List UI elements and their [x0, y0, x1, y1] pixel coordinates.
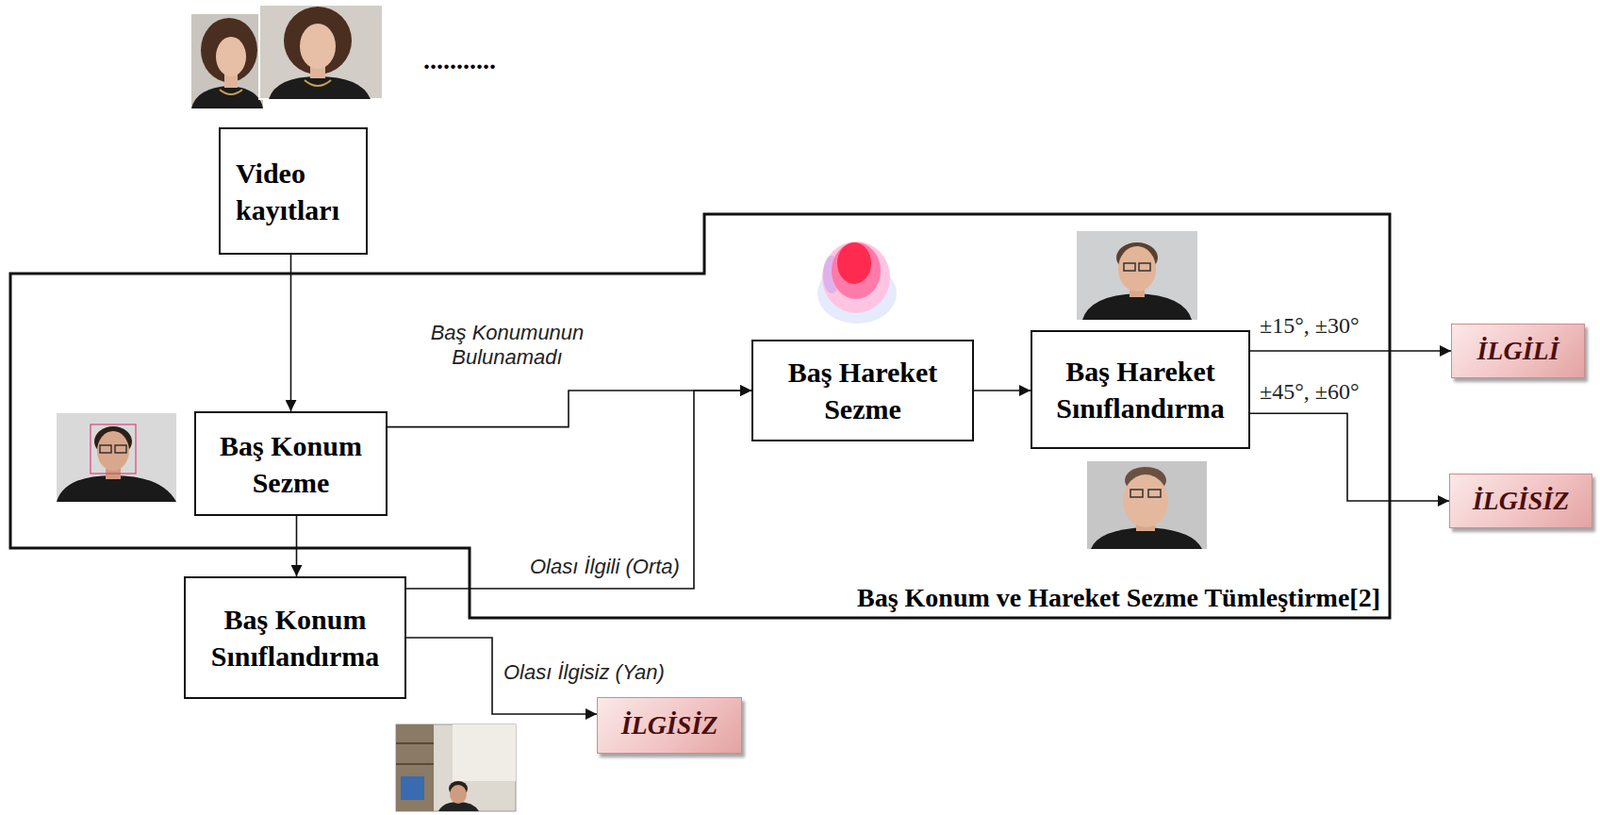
edge-label: Baş Konumunun Bulunamadı — [411, 320, 604, 371]
node-text-block: Baş Hareket Sınıflandırma — [1045, 352, 1236, 427]
optical-flow-image — [817, 241, 897, 324]
flow-arrow — [973, 389, 1031, 392]
result-box: İLGİSİZ — [596, 696, 743, 754]
process-box: Baş Hareket Sezme — [751, 339, 974, 442]
face-photo — [259, 4, 383, 99]
process-box: Baş Konum Sezme — [194, 411, 388, 516]
flow-arrow — [406, 390, 752, 589]
node-text-block: İLGİLİ — [1461, 334, 1575, 367]
node-text-block: Baş Hareket Sezme — [766, 353, 959, 428]
group-outline-line — [10, 214, 1390, 618]
face-photo — [191, 14, 264, 109]
flow-arrow — [296, 515, 298, 577]
edge-label: Olası İlgisiz (Yan) — [501, 659, 667, 685]
edge-label: Olası İlgili (Orta) — [527, 554, 682, 579]
node-label: Baş Hareket Sezme — [766, 353, 959, 428]
process-box: Video kayıtları — [218, 127, 368, 255]
edge-label: ±45°, ±60° — [1257, 379, 1362, 406]
result-box: İLGİLİ — [1451, 323, 1585, 379]
node-label: Baş Hareket Sınıflandırma — [1045, 352, 1236, 427]
node-label: İLGİLİ — [1461, 334, 1575, 367]
node-text-block: Baş Konum Sınıflandırma — [198, 600, 392, 675]
ellipsis-label: ........... — [423, 47, 496, 74]
room-photo — [395, 724, 516, 811]
flow-arrow — [290, 254, 293, 412]
node-text-block: İLGİSİZ — [1459, 484, 1583, 517]
node-label: Baş Konum Sezme — [209, 427, 373, 501]
face-photo — [1076, 230, 1198, 320]
process-box: Baş Hareket Sınıflandırma — [1030, 329, 1251, 449]
node-text-block: İLGİSİZ — [607, 709, 732, 742]
flow-arrow — [387, 390, 752, 428]
result-box: İLGİSİZ — [1449, 473, 1593, 528]
process-box: Baş Konum Sınıflandırma — [183, 576, 407, 699]
node-text-block: Video kayıtları — [235, 154, 351, 229]
node-label: Video kayıtları — [235, 154, 351, 229]
face-photo — [1087, 461, 1207, 549]
node-label: İLGİSİZ — [1459, 484, 1583, 517]
flow-arrow — [1250, 349, 1452, 352]
edge-label: ±15°, ±30° — [1257, 313, 1362, 340]
node-text-block: Baş Konum Sezme — [209, 427, 373, 501]
group-outline: Baş Konum ve Hareket Sezme Tümleştirme[2… — [10, 214, 1390, 618]
face-photo — [56, 412, 177, 502]
node-label: Baş Konum Sınıflandırma — [198, 600, 392, 675]
node-label: İLGİSİZ — [607, 709, 732, 742]
group-heading: Baş Konum ve Hareket Sezme Tümleştirme[2… — [857, 581, 1381, 614]
flow-arrow — [1250, 412, 1450, 501]
